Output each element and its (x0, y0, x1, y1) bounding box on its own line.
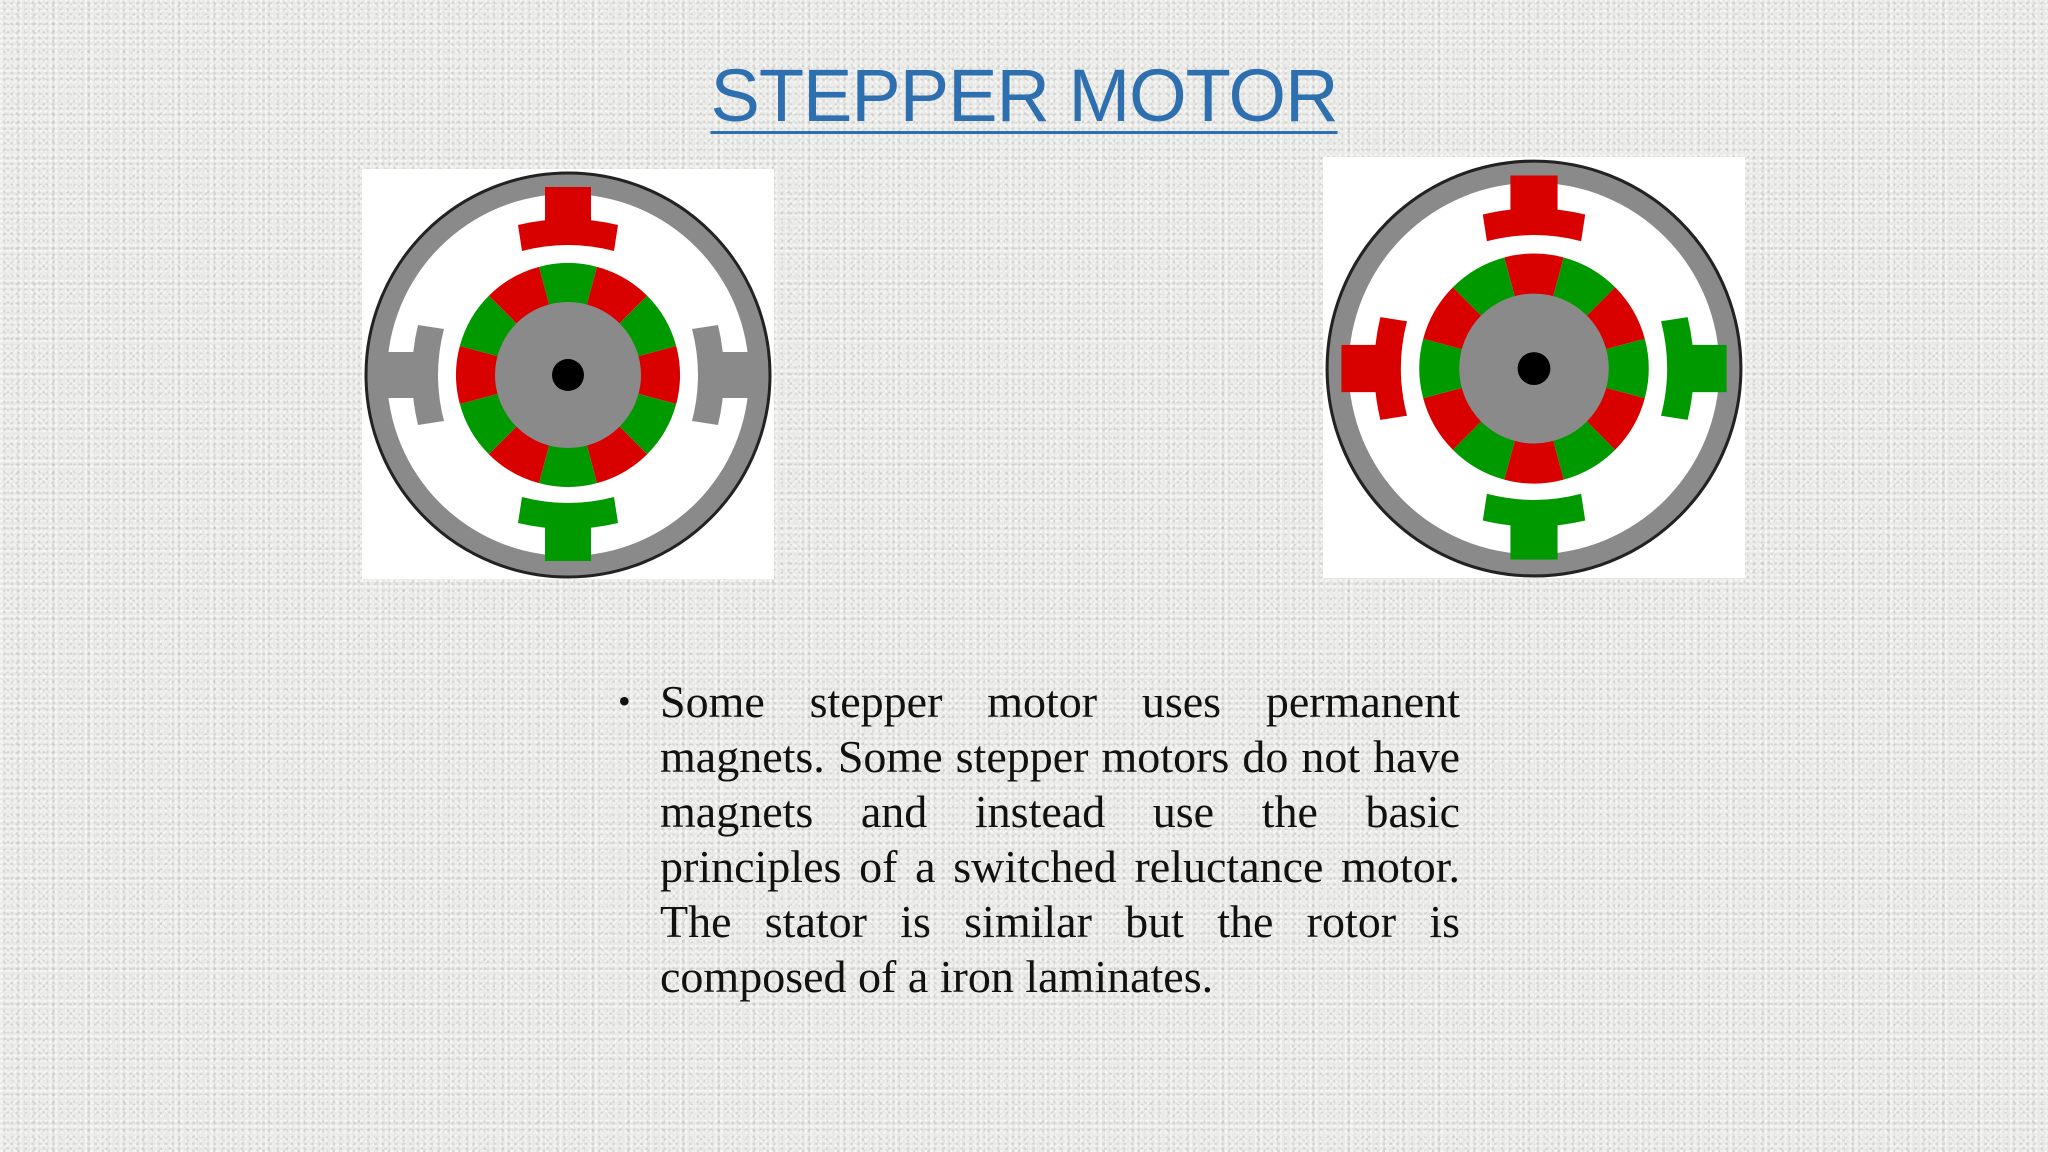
rotor-segment-green (618, 295, 677, 357)
slide-title-text: STEPPER MOTOR (710, 54, 1338, 137)
stepper-motor-diagram-left (362, 169, 774, 579)
rotor-segment-red (456, 346, 499, 404)
rotor-segment-red (1504, 439, 1564, 484)
rotor-segment-red (1586, 287, 1645, 350)
stator-pole-right (692, 325, 756, 425)
stator-pole-top (1482, 175, 1586, 242)
stator-pole-bottom (1482, 493, 1586, 560)
stator-pole-left (380, 325, 444, 425)
rotor-segment-green (1452, 257, 1515, 317)
pole-bottom-shoe (1482, 493, 1586, 527)
rotor-segment-red (488, 266, 550, 325)
motor-left-svg (364, 171, 772, 579)
rotor-segment-red (1504, 253, 1564, 298)
bullet-paragraph: Some stepper motor uses permanent magnet… (660, 676, 1460, 1002)
rotor-segment-red (586, 425, 648, 484)
rotor-segment-green (1553, 420, 1616, 480)
pole-top-shoe (1482, 208, 1586, 242)
rotor-segment-green (459, 295, 518, 357)
stator-pole-top (518, 187, 618, 251)
rotor-shaft (1517, 352, 1551, 385)
stepper-motor-diagram-right (1323, 157, 1745, 578)
rotor-segment-red (1423, 287, 1482, 350)
rotor-segment-red (488, 425, 550, 484)
stator-pole-left (1341, 317, 1407, 420)
rotor-segments (1419, 253, 1649, 484)
rotor-segment-green (1419, 338, 1463, 399)
rotor-segment-red (1423, 387, 1482, 450)
rotor-shaft (552, 359, 584, 391)
bullet-list: • Some stepper motor uses permanent magn… (618, 674, 1460, 1004)
pole-bottom-shoe (518, 497, 618, 529)
rotor-segment-red (586, 266, 648, 325)
pole-left-shoe (412, 325, 444, 425)
pole-top-shoe (518, 219, 618, 251)
pole-left-shoe (1374, 317, 1407, 420)
pole-right-shoe (692, 325, 724, 425)
rotor-segment-red (1586, 387, 1645, 450)
rotor-segments (456, 263, 680, 487)
pole-right-shoe (1661, 317, 1694, 420)
slide-title: STEPPER MOTOR (0, 52, 2048, 140)
stator-pole-right (1661, 317, 1727, 420)
motor-right-svg (1325, 159, 1743, 578)
stator-pole-bottom (518, 497, 618, 561)
rotor-segment-green (459, 393, 518, 455)
rotor-segment-red (637, 346, 680, 404)
rotor-segment-green (539, 444, 597, 487)
rotor-segment-green (618, 393, 677, 455)
rotor-segment-green (1605, 338, 1649, 399)
bullet-marker: • (618, 681, 631, 721)
rotor-segment-green (1452, 420, 1515, 480)
rotor-segment-green (539, 263, 597, 306)
rotor-segment-green (1553, 257, 1616, 317)
